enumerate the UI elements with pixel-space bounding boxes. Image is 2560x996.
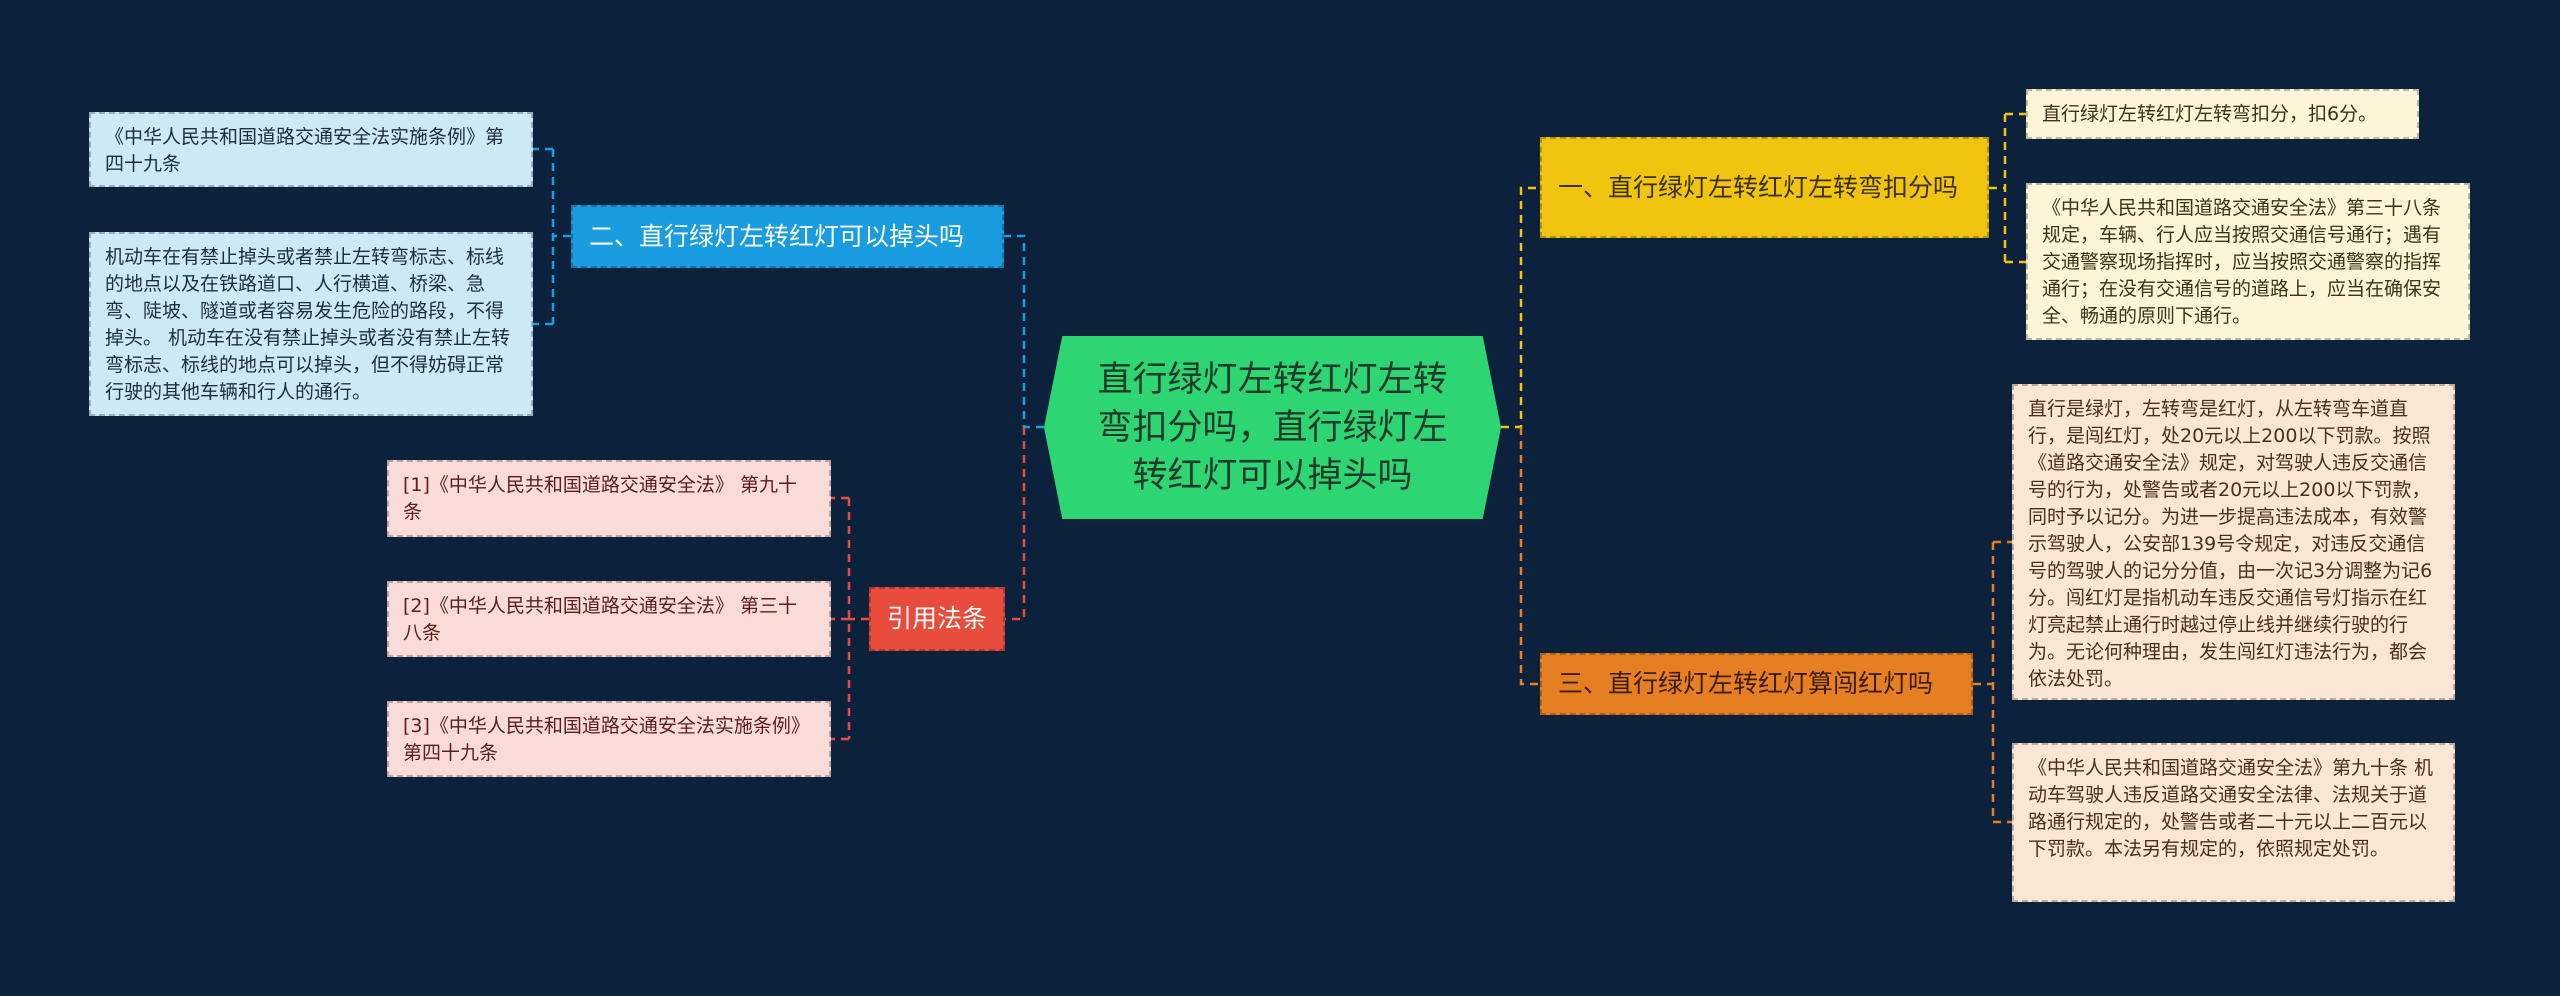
- branch-1-leaf-1[interactable]: 直行绿灯左转红灯左转弯扣分，扣6分。: [2026, 89, 2419, 139]
- branch-3-node[interactable]: 三、直行绿灯左转红灯算闯红灯吗: [1540, 653, 1973, 715]
- branch-1-node[interactable]: 一、直行绿灯左转红灯左转弯扣分吗: [1540, 137, 1989, 238]
- branch-3-leaf-2[interactable]: 《中华人民共和国道路交通安全法》第九十条 机动车驾驶人违反道路交通安全法律、法规…: [2012, 743, 2455, 902]
- branch-1-leaf-2[interactable]: 《中华人民共和国道路交通安全法》第三十八条规定，车辆、行人应当按照交通信号通行；…: [2026, 183, 2470, 340]
- central-topic[interactable]: 直行绿灯左转红灯左转弯扣分吗，直行绿灯左转红灯可以掉头吗: [1044, 336, 1501, 519]
- citation-3[interactable]: [3]《中华人民共和国道路交通安全法实施条例》 第四十九条: [387, 701, 831, 777]
- central-topic-text: 直行绿灯左转红灯左转弯扣分吗，直行绿灯左转红灯可以掉头吗: [1097, 359, 1448, 496]
- branch-4-node[interactable]: 引用法条: [869, 587, 1005, 651]
- branch-2-leaf-1[interactable]: 《中华人民共和国道路交通安全法实施条例》第四十九条: [89, 112, 533, 187]
- citation-1[interactable]: [1]《中华人民共和国道路交通安全法》 第九十条: [387, 460, 831, 537]
- branch-2-leaf-2[interactable]: 机动车在有禁止掉头或者禁止左转弯标志、标线的地点以及在铁路道口、人行横道、桥梁、…: [89, 232, 533, 416]
- branch-2-node[interactable]: 二、直行绿灯左转红灯可以掉头吗: [571, 205, 1004, 268]
- branch-3-leaf-1[interactable]: 直行是绿灯，左转弯是红灯，从左转弯车道直行，是闯红灯，处20元以上200以下罚款…: [2012, 384, 2455, 700]
- citation-2[interactable]: [2]《中华人民共和国道路交通安全法》 第三十八条: [387, 581, 831, 657]
